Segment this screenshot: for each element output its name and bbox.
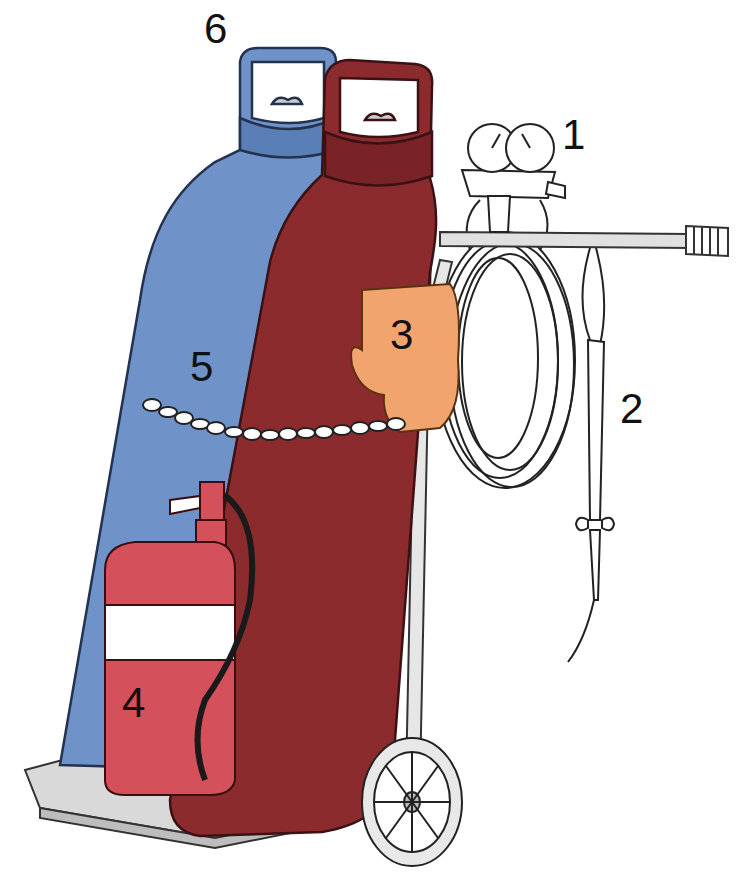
regulator-gauges: [462, 124, 565, 232]
welding-torch: [568, 248, 614, 662]
callout-number: 5: [190, 346, 213, 388]
fire-extinguisher: [105, 482, 252, 795]
welding-mitt: [351, 284, 459, 432]
safety-chain: [143, 399, 405, 440]
callout-number: 4: [122, 682, 145, 724]
cart-wheel: [362, 738, 462, 866]
callout-number: 1: [562, 114, 585, 156]
callout-number: 3: [390, 314, 413, 356]
callout-number: 2: [620, 388, 643, 430]
callout-number: 6: [204, 8, 227, 50]
cart-handle: [440, 226, 728, 256]
